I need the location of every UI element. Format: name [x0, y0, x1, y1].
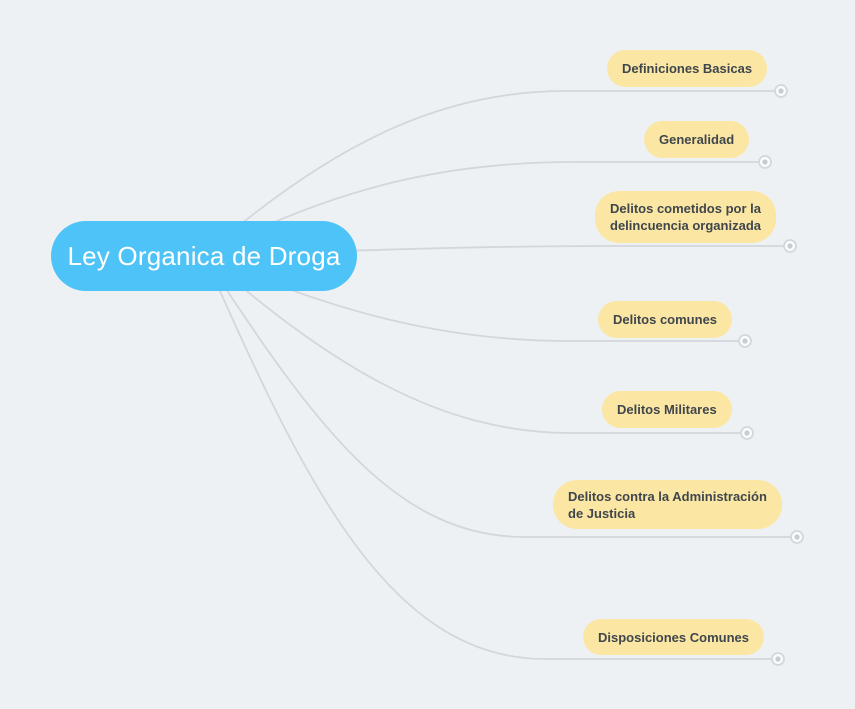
- branch-curve-definiciones-basicas: [203, 90, 774, 256]
- branch-node-delitos-militares[interactable]: Delitos Militares: [602, 391, 732, 428]
- branch-endpoint-icon[interactable]: [738, 334, 752, 348]
- branch-endpoint-icon[interactable]: [774, 84, 788, 98]
- branch-node-delitos-delincuencia-organizada[interactable]: Delitos cometidos por la delincuencia or…: [595, 191, 776, 243]
- branch-node-disposiciones-comunes[interactable]: Disposiciones Comunes: [583, 619, 764, 655]
- branch-endpoint-icon[interactable]: [771, 652, 785, 666]
- branch-endpoint-icon[interactable]: [790, 530, 804, 544]
- branch-endpoint-icon[interactable]: [758, 155, 772, 169]
- branch-node-delitos-administracion-justicia[interactable]: Delitos contra la Administración de Just…: [553, 480, 782, 529]
- branch-curve-disposiciones-comunes: [203, 254, 771, 660]
- branch-endpoint-icon[interactable]: [783, 239, 797, 253]
- root-node[interactable]: Ley Organica de Droga: [51, 221, 357, 291]
- branch-node-delitos-comunes[interactable]: Delitos comunes: [598, 301, 733, 338]
- branch-endpoint-icon[interactable]: [740, 426, 754, 440]
- branch-node-generalidad[interactable]: Generalidad: [644, 121, 750, 158]
- branch-curve-delitos-administracion-justicia: [203, 254, 790, 538]
- branch-node-definiciones-basicas[interactable]: Definiciones Basicas: [607, 50, 768, 87]
- branch-curve-delitos-militares: [203, 254, 740, 434]
